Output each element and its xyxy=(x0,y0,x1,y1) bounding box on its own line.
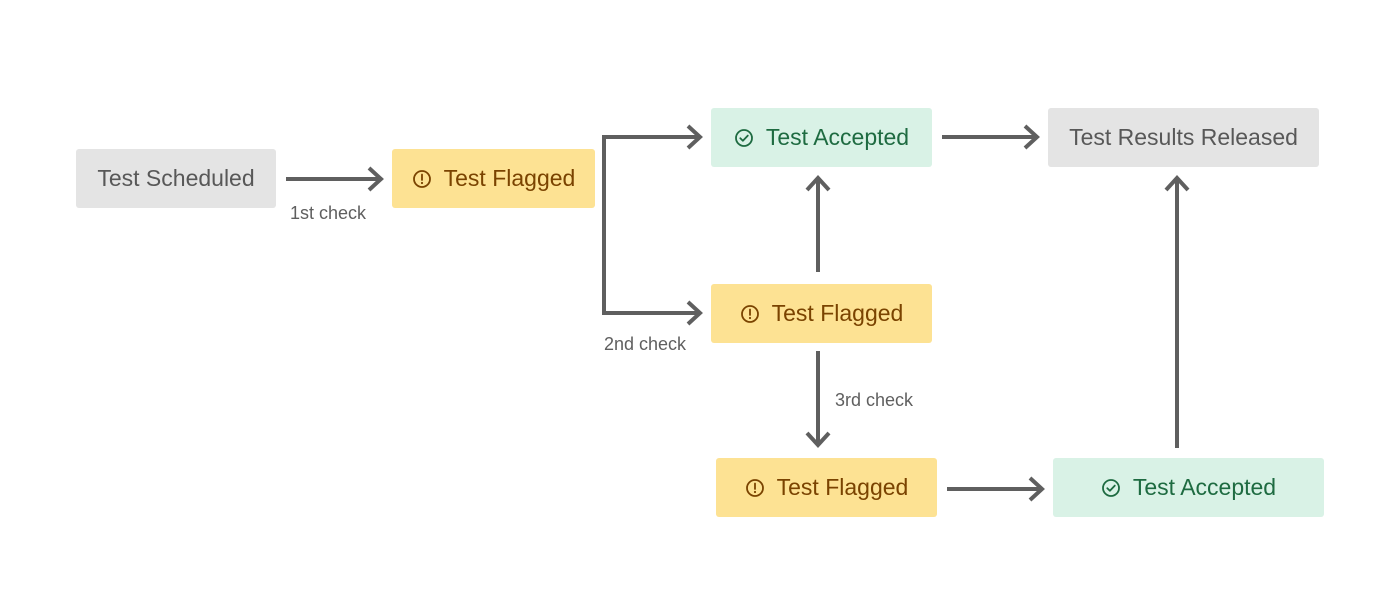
arrowhead-accepted-to-released xyxy=(1023,124,1040,150)
node-label: Test Accepted xyxy=(765,124,910,150)
node-label: Test Scheduled xyxy=(97,165,255,191)
arrowhead-branch-to-flagged xyxy=(686,300,703,326)
node-test-accepted-1: Test Accepted xyxy=(711,108,932,167)
edge-label-1st-check: 1st check xyxy=(290,203,367,223)
check-circle-icon xyxy=(734,128,754,148)
node-label: Test Flagged xyxy=(771,300,904,326)
node-test-flagged-1: Test Flagged xyxy=(392,149,595,208)
node-label: Test Results Released xyxy=(1069,124,1298,150)
node-test-results-released: Test Results Released xyxy=(1048,108,1319,167)
arrowhead-scheduled-to-flagged xyxy=(367,166,384,192)
node-label: Test Accepted xyxy=(1132,474,1277,500)
alert-circle-icon xyxy=(745,478,765,498)
check-circle-icon xyxy=(1101,478,1121,498)
arrowhead-flagged3-to-accepted2 xyxy=(1028,476,1045,502)
arrowhead-branch-to-accepted xyxy=(686,124,703,150)
edge-label-2nd-check: 2nd check xyxy=(604,334,687,354)
arrowhead-flagged2-to-flagged3 xyxy=(805,431,831,448)
node-test-flagged-3: Test Flagged xyxy=(716,458,937,517)
node-test-flagged-2: Test Flagged xyxy=(711,284,932,343)
node-label: Test Flagged xyxy=(443,165,576,191)
edge-label-3rd-check: 3rd check xyxy=(835,390,914,410)
node-label: Test Flagged xyxy=(776,474,909,500)
arrowhead-accepted2-to-released xyxy=(1164,175,1190,192)
node-test-scheduled: Test Scheduled xyxy=(76,149,276,208)
alert-circle-icon xyxy=(412,169,432,189)
arrowhead-flagged2-to-accepted xyxy=(805,175,831,192)
alert-circle-icon xyxy=(740,304,760,324)
node-test-accepted-2: Test Accepted xyxy=(1053,458,1324,517)
